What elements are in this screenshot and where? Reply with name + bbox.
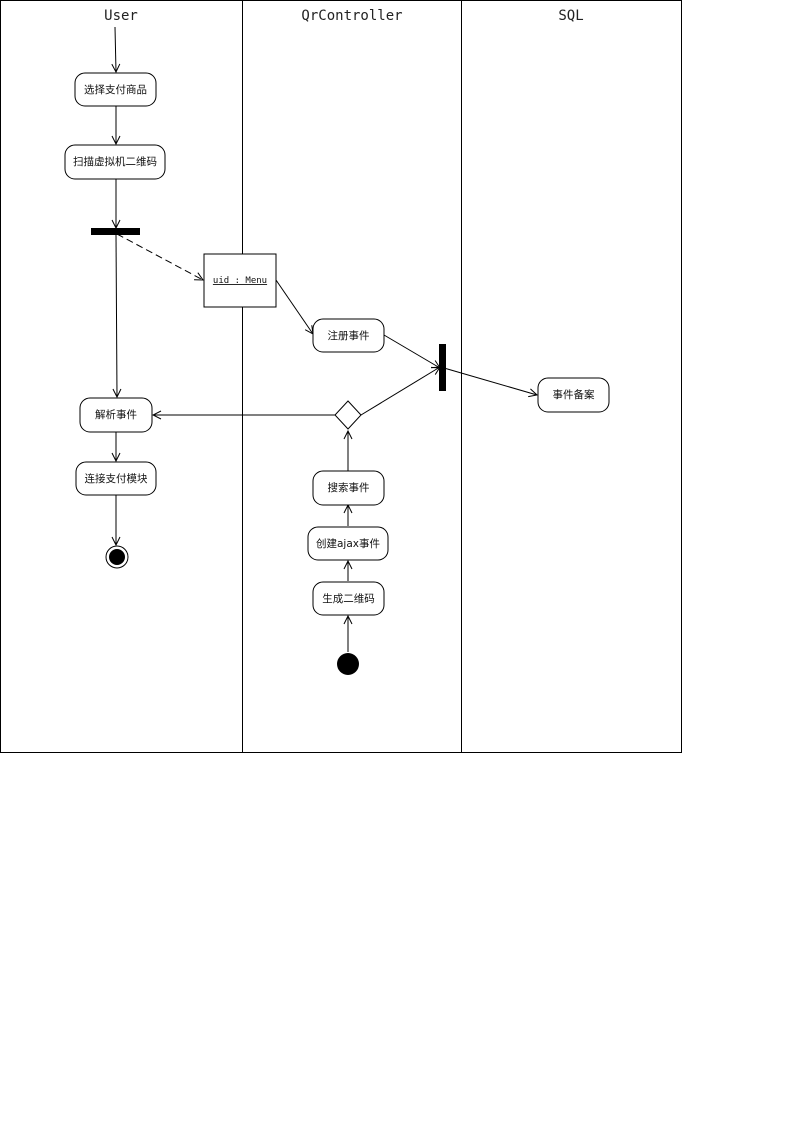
activity-label: 注册事件 [328,329,370,342]
edge-fork-to-parse [116,233,117,397]
lane-title-user: User [104,8,138,24]
edge-decision-to-bar [360,367,440,416]
object-node-uid-menu: uid : Menu [203,253,277,308]
activity-search-event: 搜索事件 [312,470,385,506]
activity-scan-qr: 扫描虚拟机二维码 [64,144,166,180]
activity-register-event: 注册事件 [312,318,385,353]
edge-fork-to-object [116,233,203,280]
activity-create-ajax: 创建ajax事件 [307,526,389,561]
activity-record-event: 事件备案 [537,377,610,413]
activity-label: 解析事件 [95,408,137,421]
fork-bar [91,228,140,235]
activity-label: 扫描虚拟机二维码 [73,155,157,168]
swimlane-frame [0,0,682,753]
join-bar [439,344,446,391]
activity-connect-payment: 连接支付模块 [75,461,157,496]
lane-title-sql: SQL [558,8,583,24]
activity-label: 事件备案 [553,388,595,401]
edge-object-to-register [275,279,313,334]
object-label: uid : Menu [213,276,267,286]
activity-label: 生成二维码 [322,592,375,605]
edge-bar-to-record [443,367,537,395]
activity-label: 选择支付商品 [84,83,147,96]
activity-select-product: 选择支付商品 [74,72,157,107]
edge-start-to-select [115,26,116,72]
final-node [105,545,129,569]
activity-parse-event: 解析事件 [79,397,153,433]
activity-label: 连接支付模块 [85,472,148,485]
activity-generate-qr: 生成二维码 [312,581,385,616]
edge-register-to-bar [383,334,440,368]
lane-title-qrcontroller: QrController [301,8,402,24]
activity-label: 创建ajax事件 [316,537,380,550]
decision-node [334,400,362,430]
activity-label: 搜索事件 [328,481,370,494]
initial-node [337,653,359,675]
